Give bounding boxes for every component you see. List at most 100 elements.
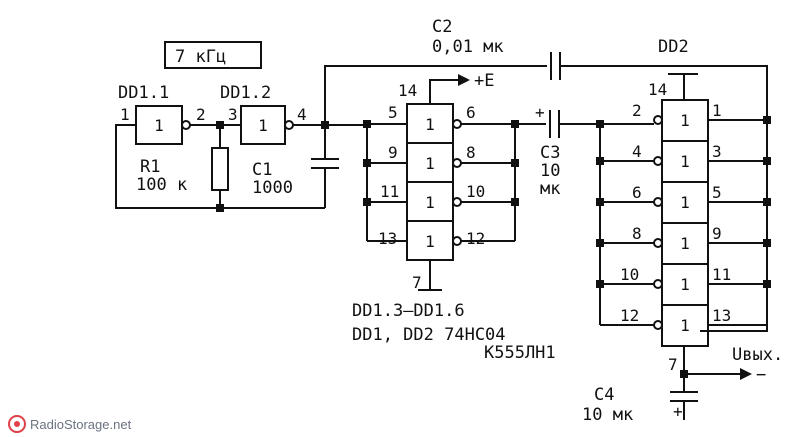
r1-name: R1 [140,157,160,177]
junction-dot [363,120,371,128]
pin-label: 11 [380,182,399,201]
pin-label: 3 [228,105,238,124]
pin-label: 10 [466,182,485,201]
junction-dot [596,239,604,247]
pin-label: 5 [388,103,398,122]
c3-value: 10 [540,161,560,181]
pin-label: 10 [620,265,639,284]
junction-dot [763,198,771,206]
note-analog: К555ЛН1 [484,343,556,363]
junction-dot [763,116,771,124]
capacitor-c3 [549,110,560,138]
inverter-bubble [653,320,663,330]
pin-label: 6 [466,103,476,122]
pin-label: 7 [412,273,422,292]
arrow-icon [740,368,752,380]
pin-label: 7 [668,355,678,374]
wire [461,123,546,242]
frequency-label: 7 кГц [175,47,226,67]
inverter-bubble [653,156,663,166]
junction-dot [321,121,329,129]
pin-label: 13 [712,306,731,325]
gate-symbol: 1 [425,154,435,173]
pin-label: 4 [297,105,307,124]
frequency-box [164,41,262,69]
gate-symbol: 1 [680,193,690,212]
junction-dot [216,121,224,129]
watermark-text: RadioStorage.net [30,417,132,432]
watermark-logo-icon [8,415,26,433]
capacitor-c1 [311,158,339,169]
pin-label: 2 [196,105,206,124]
gate-symbol: 1 [425,232,435,251]
pin-label: 8 [466,143,476,162]
c1-name: C1 [252,160,272,180]
gate-divider [407,142,453,222]
junction-dot [596,198,604,206]
output-label: Uвых. [732,345,783,365]
gate-symbol: 1 [680,275,690,294]
gate-symbol: 1 [258,116,268,135]
junction-dot [763,280,771,288]
gate-symbol: 1 [680,111,690,130]
pin-label: 11 [712,265,731,284]
pin-label: 3 [712,142,722,161]
note-range: DD1.3–DD1.6 [352,301,465,321]
c4-name: C4 [594,385,614,405]
inverter-bubble [653,115,663,125]
gate-symbol: 1 [425,115,435,134]
junction-dot [596,280,604,288]
dd1-1-label: DD1.1 [118,83,169,103]
junction-dot [511,198,519,206]
pin-label: 14 [648,80,667,99]
pin-label: 12 [620,306,639,325]
inverter-bubble [284,120,294,130]
pin-label: 12 [466,229,485,248]
c4-plus: + [673,402,683,421]
c3-unit: мк [540,179,560,199]
resistor-r1 [211,147,229,191]
junction-dot [596,157,604,165]
inverter-bubble [653,279,663,289]
junction-dot [363,198,371,206]
junction-dot [596,120,604,128]
c2-name: C2 [432,17,452,37]
gate-divider [662,140,708,306]
junction-dot [511,120,519,128]
capacitor-c4 [670,391,698,402]
gate-symbol: 1 [425,193,435,212]
inverter-bubble [452,236,462,246]
dd2-label: DD2 [658,37,689,57]
c3-name: C3 [540,143,560,163]
pin-label: 14 [398,81,417,100]
dd1-2-label: DD1.2 [220,83,271,103]
inverter-bubble [452,158,462,168]
pin-label: 1 [120,105,130,124]
watermark-logo-dot [14,421,20,427]
inverter-bubble [653,197,663,207]
pin-label: 9 [712,224,722,243]
gate-symbol: 1 [680,316,690,335]
note-chips: DD1, DD2 74HC04 [352,325,506,345]
pin-label: 5 [712,183,722,202]
junction-dot [511,159,519,167]
r1-value: 100 к [136,175,187,195]
inverter-bubble [452,119,462,129]
c2-value: 0,01 мк [432,37,504,57]
c1-value: 1000 [252,178,293,198]
output-minus: − [756,365,766,385]
junction-dot [763,239,771,247]
junction-dot [680,370,688,378]
inverter-bubble [181,120,191,130]
capacitor-c2 [550,52,561,80]
pin-label: 2 [632,101,642,120]
arrow-icon [458,74,470,86]
wire [560,65,768,332]
pin-label: 8 [632,224,642,243]
inverter-bubble [653,238,663,248]
power-label: +E [474,71,494,91]
junction-dot [216,204,224,212]
watermark: RadioStorage.net [8,415,132,433]
pin-label: 1 [712,101,722,120]
